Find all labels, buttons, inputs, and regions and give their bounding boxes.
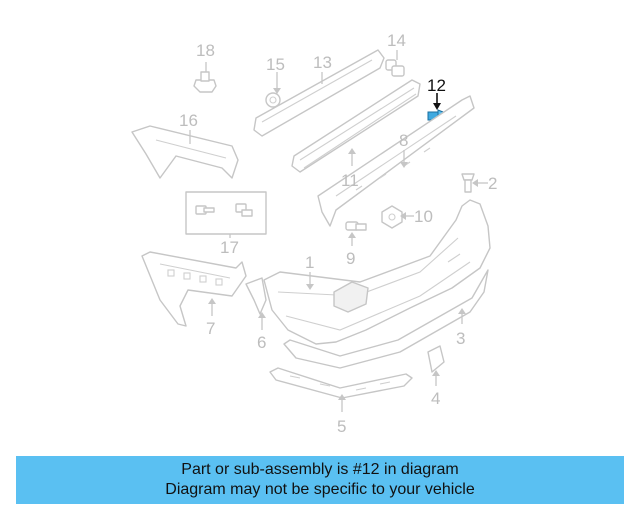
callout-3: 3 (456, 329, 465, 348)
callout-11: 11 (341, 171, 359, 190)
callout-13: 13 (313, 53, 332, 72)
callout-4: 4 (431, 389, 440, 408)
part-2-clip (461, 173, 488, 193)
part-14-bolt (385, 50, 405, 77)
callout-9: 9 (346, 249, 355, 268)
part-15-pad (265, 72, 281, 108)
parts-diagram: 18 15 13 14 12 16 8 11 2 10 17 9 1 7 6 3… (131, 31, 497, 436)
callout-2: 2 (488, 174, 497, 193)
callout-16: 16 (179, 111, 198, 130)
callout-18: 18 (196, 41, 215, 60)
part-10-nut (381, 205, 414, 229)
part-18-clip (193, 62, 217, 93)
part-11-reinforcement (291, 79, 421, 173)
callout-10: 10 (414, 207, 433, 226)
caption-line-1: Part or sub-assembly is #12 in diagram (181, 461, 459, 478)
part-16-side-bracket (131, 125, 239, 179)
callout-1: 1 (305, 253, 314, 272)
callout-8: 8 (399, 131, 408, 150)
part-7-lower-bracket (141, 251, 247, 327)
part-17-bolt-kit (185, 191, 267, 238)
caption-banner: Part or sub-assembly is #12 in diagram D… (16, 456, 624, 504)
callout-5: 5 (337, 417, 346, 436)
part-13-absorber-upper (253, 49, 385, 137)
part-5-molding (269, 367, 413, 412)
callout-17: 17 (220, 238, 239, 257)
part-6-side-piece (245, 277, 267, 330)
part-9-bolt (345, 221, 367, 246)
part-8-bracket (317, 95, 475, 227)
callout-6: 6 (257, 333, 266, 352)
part-3-valance (283, 269, 489, 369)
callout-7: 7 (206, 319, 215, 338)
part-4-small-bracket (427, 345, 445, 386)
callout-12: 12 (427, 76, 446, 95)
part-1-bumper-cover (263, 199, 491, 345)
callout-14: 14 (387, 31, 406, 50)
caption-line-2: Diagram may not be specific to your vehi… (165, 481, 475, 498)
callout-15: 15 (266, 55, 285, 74)
